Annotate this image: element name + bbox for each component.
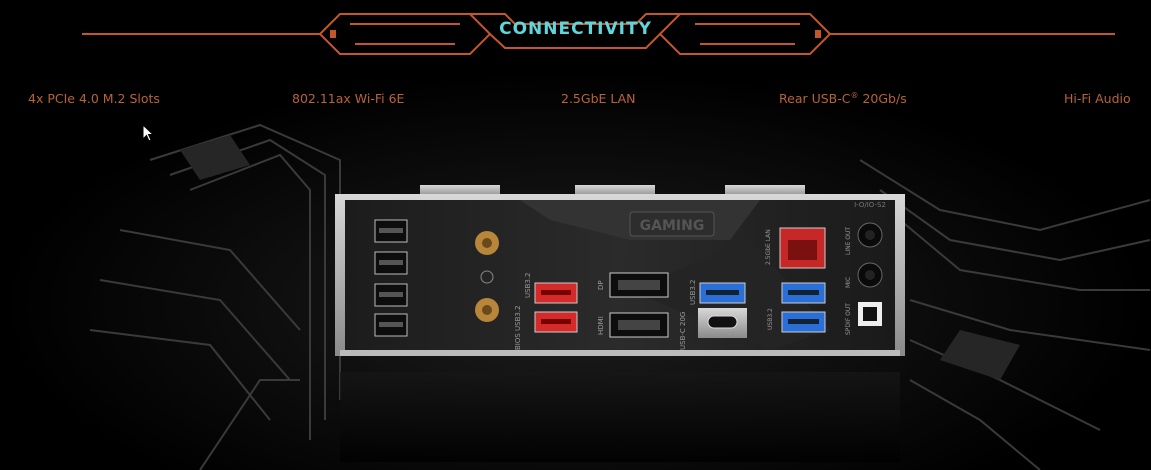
panel-reflection — [340, 372, 900, 462]
hdmi-label: HDMI — [597, 316, 605, 335]
lan-label: 2.5GbE LAN — [765, 229, 772, 265]
model-label: I-O/IO-S2 — [854, 201, 886, 209]
mic-label: MIC — [845, 277, 852, 288]
feature-wifi: 802.11ax Wi-Fi 6E — [292, 91, 405, 106]
registered-mark: ® — [850, 91, 859, 100]
usb2-ports — [374, 219, 408, 337]
feature-audio: Hi-Fi Audio — [1064, 91, 1131, 106]
line-out-label: LINE OUT — [845, 227, 852, 255]
feature-m2-slots: 4x PCIe 4.0 M.2 Slots — [28, 91, 160, 106]
usb-bios-label: BIOS USB3.2 — [514, 305, 522, 350]
mouse-cursor-icon — [142, 124, 154, 142]
section-title: CONNECTIVITY — [499, 19, 652, 39]
title-frame — [82, 13, 1115, 55]
wifi-antenna-connectors — [475, 231, 499, 322]
usb32-label-mid: USB3.2 — [689, 279, 697, 305]
usb-blue-and-usbc — [698, 282, 747, 338]
usbc-label: USB-C 20G — [679, 312, 687, 350]
feature-usbc-speed: 20Gb/s — [858, 91, 907, 107]
usb32-red-ports — [534, 282, 578, 333]
feature-usbc-label: Rear USB-C — [779, 91, 851, 107]
audio-ports — [857, 222, 883, 326]
gaming-badge: GAMING — [640, 218, 705, 234]
dp-label: DP — [597, 280, 605, 290]
usb32-blue-right — [781, 282, 826, 333]
feature-lan: 2.5GbE LAN — [561, 91, 636, 106]
display-ports — [609, 272, 669, 338]
usb32-label-right: USB3.2 — [767, 308, 774, 330]
io-panel: GAMING I-O/IO-S2 BIOS USB3. — [335, 185, 905, 356]
feature-usbc: Rear USB-C® 20Gb/s — [779, 91, 907, 106]
spdif-label: SPDIF OUT — [845, 303, 852, 335]
lan-port — [779, 227, 826, 269]
usb32-label-top: USB3.2 — [524, 272, 532, 298]
